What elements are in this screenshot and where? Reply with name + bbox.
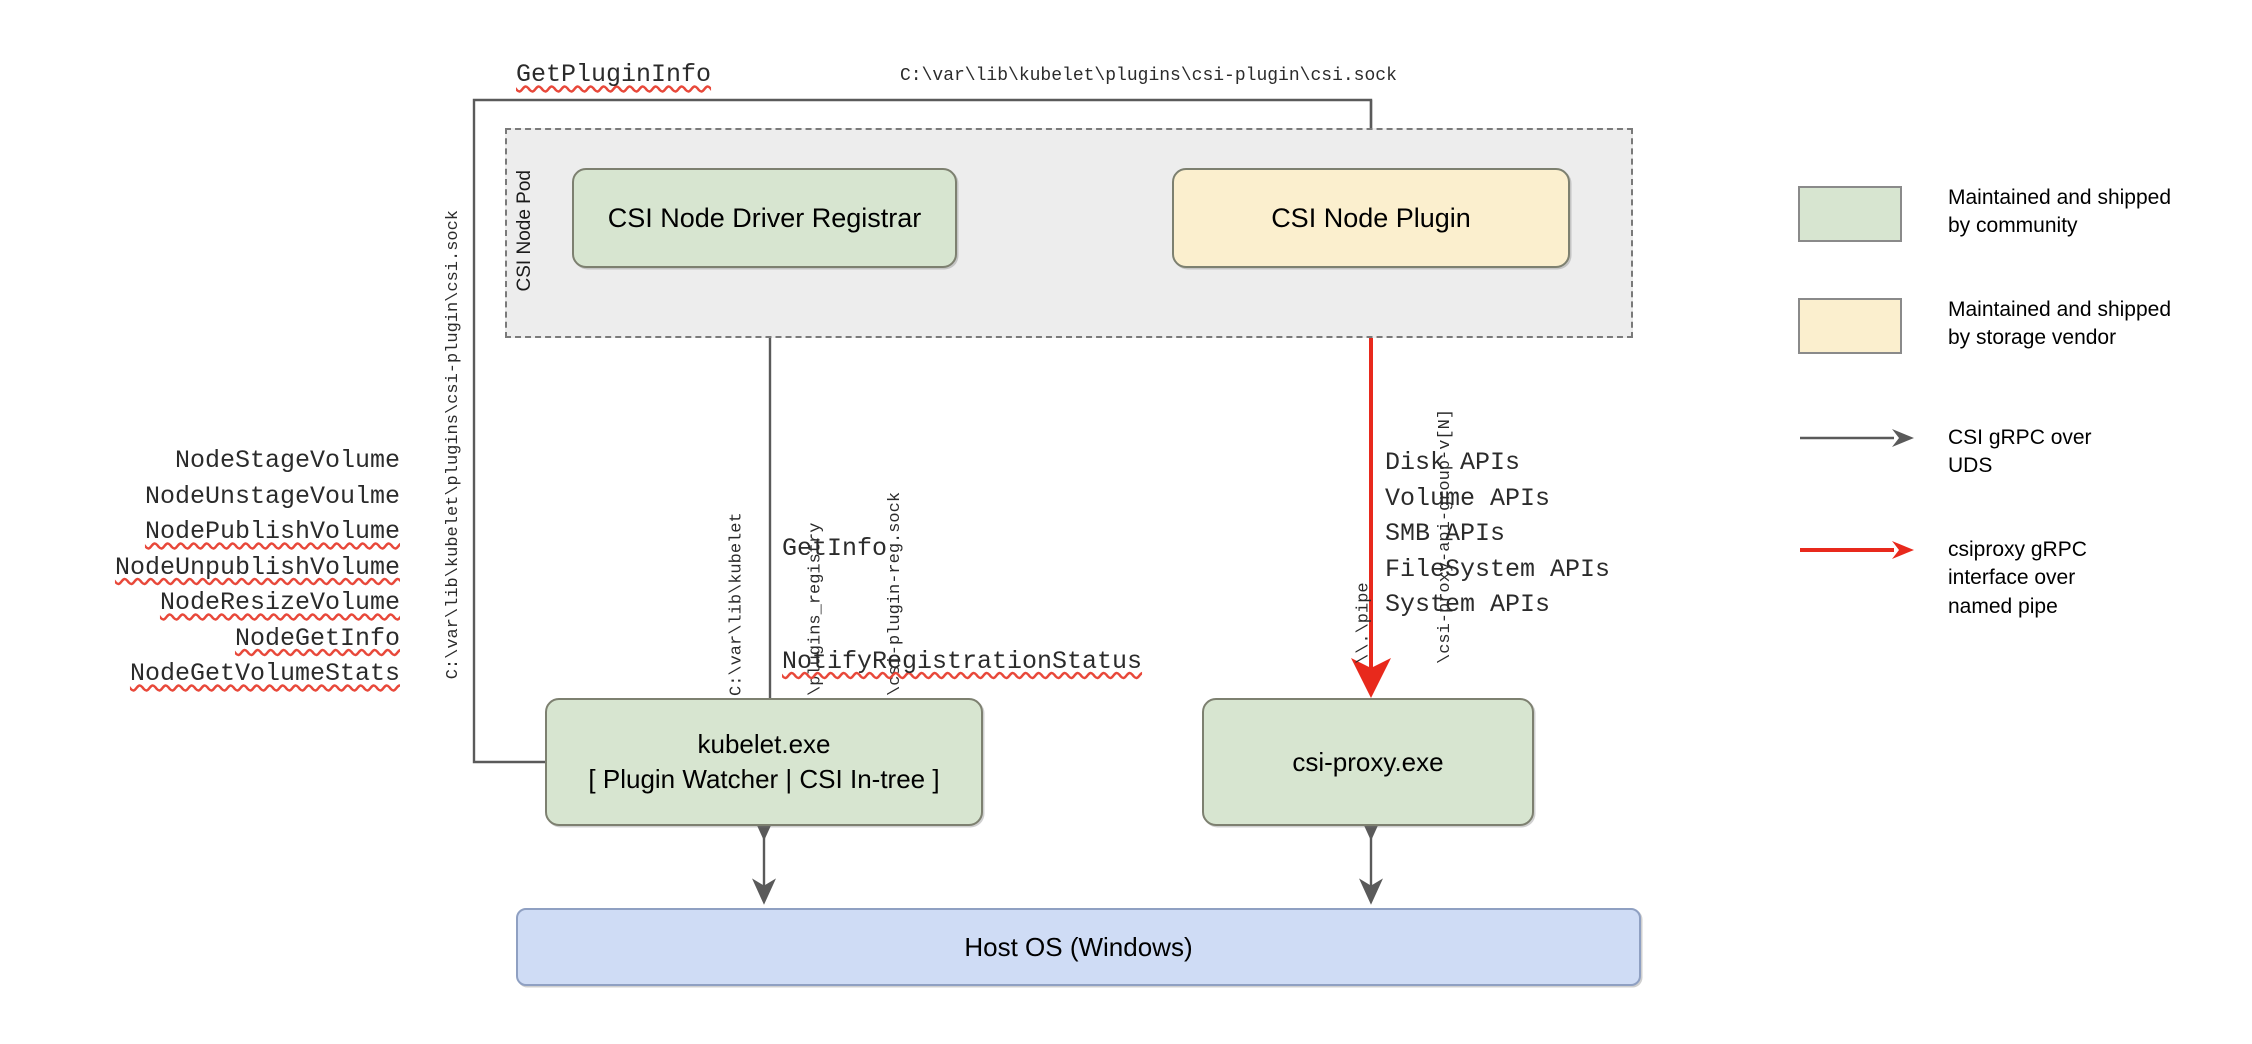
proxy-api-item: SMB APIs: [1385, 519, 1506, 548]
proxy-api-item: Disk APIs: [1385, 448, 1521, 477]
label-csi-sock-path-left: C:\var\lib\kubelet\plugins\csi-plugin\cs…: [444, 210, 463, 680]
legend-label: Maintained and shipped by community: [1948, 184, 2171, 241]
proxy-api-item: FileSystem APIs: [1385, 554, 1611, 584]
node-kubelet-exe[interactable]: kubelet.exe [ Plugin Watcher | CSI In-tr…: [545, 698, 983, 826]
legend-row: Maintained and shipped by community: [1798, 186, 2218, 298]
node-call-item: NodeResizeVolume: [159, 588, 400, 617]
legend-color-swatch: [1798, 186, 1902, 242]
legend-arrow-icon: [1798, 536, 1916, 564]
legend-label: csiproxy gRPC interface over named pipe: [1948, 536, 2087, 621]
legend-label-line: csiproxy gRPC: [1948, 538, 2087, 561]
node-call-item: NodeUnstageVoulme: [144, 481, 400, 511]
node-csi-node-plugin[interactable]: CSI Node Plugin: [1172, 168, 1570, 268]
label-get-plugin-info: GetPluginInfo: [516, 60, 712, 89]
pipe-path-line-1: \\.\pipe: [1354, 582, 1374, 664]
node-call-item: NodeGetInfo: [234, 623, 400, 653]
legend-label-line: Maintained and shipped: [1948, 298, 2172, 321]
registry-path-line-1: C:\var\lib\kubelet: [727, 512, 747, 696]
node-call-item: NodeGetVolumeStats: [129, 659, 400, 688]
node-csi-proxy-exe[interactable]: csi-proxy.exe: [1202, 698, 1534, 826]
csi-node-pod-label: CSI Node Pod: [514, 170, 535, 292]
legend-label-line: named pipe: [1948, 594, 2058, 618]
node-host-os[interactable]: Host OS (Windows): [516, 908, 1641, 986]
legend-label-line: Maintained and shipped: [1948, 186, 2172, 209]
kubelet-title: kubelet.exe: [697, 729, 831, 760]
legend-label-line: by storage vendor: [1948, 326, 2117, 350]
legend-label-line: by community: [1948, 214, 2078, 238]
proxy-api-item: System APIs: [1385, 590, 1551, 619]
legend-arrow-icon: [1798, 424, 1916, 452]
node-call-item: NodeUnpublishVolume: [114, 552, 400, 582]
label-get-info: GetInfo: [782, 534, 888, 563]
legend-label-line: UDS: [1948, 454, 1993, 478]
kubelet-subtitle: [ Plugin Watcher | CSI In-tree ]: [588, 764, 940, 794]
legend-label: Maintained and shipped by storage vendor: [1948, 296, 2171, 353]
node-call-item: NodeStageVolume: [174, 446, 400, 475]
legend-label-line: interface over: [1948, 566, 2076, 590]
legend-row: Maintained and shipped by storage vendor: [1798, 298, 2218, 410]
node-call-item: NodePublishVolume: [144, 517, 400, 546]
label-notify-registration-status: NotifyRegistrationStatus: [782, 646, 1143, 676]
legend-label-line: CSI gRPC over: [1948, 426, 2092, 449]
label-csi-sock-path-top: C:\var\lib\kubelet\plugins\csi-plugin\cs…: [900, 66, 1397, 86]
legend-color-swatch: [1798, 298, 1902, 354]
legend-row: csiproxy gRPC interface over named pipe: [1798, 522, 2218, 634]
label-registration-calls: GetInfo NotifyRegistrationStatus: [782, 455, 1142, 755]
node-csi-node-driver-registrar[interactable]: CSI Node Driver Registrar: [572, 168, 957, 268]
proxy-api-item: Volume APIs: [1385, 483, 1551, 513]
